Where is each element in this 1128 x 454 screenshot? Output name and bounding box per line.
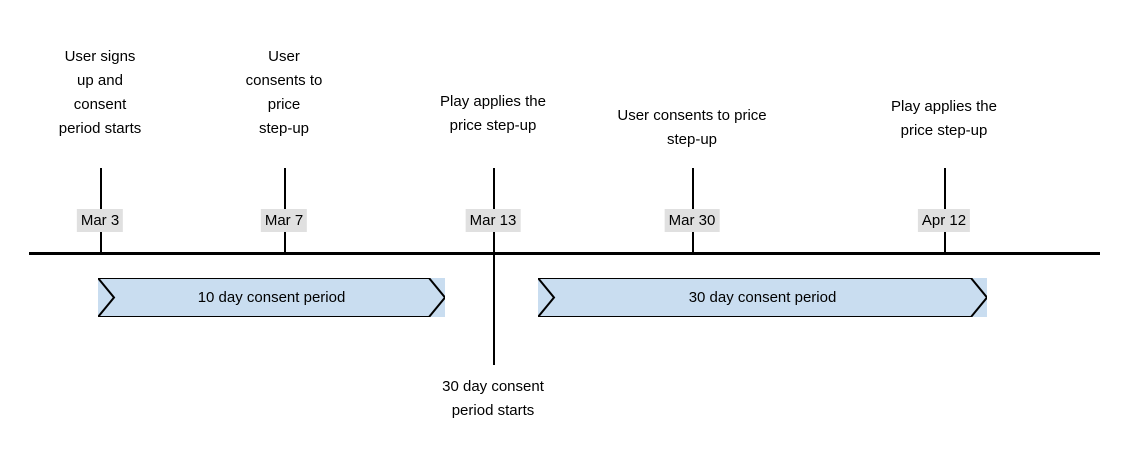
consent-period-banner-30-day: 30 day consent period xyxy=(538,278,987,317)
consent-period-banner-10-day: 10 day consent period xyxy=(98,278,445,317)
event-label-stepup-applied-2: Play applies the price step-up xyxy=(891,98,997,139)
banner-label-30-day: 30 day consent period xyxy=(688,289,837,306)
date-chip-mar-30: Mar 30 xyxy=(664,209,720,232)
note-label-30-day-start: 30 day consent period starts xyxy=(442,378,544,419)
event-label-consent-30day: User consents to price step-up xyxy=(617,107,767,148)
date-chip-apr-12: Apr 12 xyxy=(917,209,971,232)
note-stem-30-day-start xyxy=(493,252,495,365)
chevron-shape-icon xyxy=(538,278,987,317)
event-label-consent-10day: User consents to price step-up xyxy=(245,48,323,137)
date-chip-mar-13: Mar 13 xyxy=(465,209,521,232)
date-chip-mar-3: Mar 3 xyxy=(76,209,124,232)
timeline-axis xyxy=(29,252,1100,255)
event-label-stepup-applied-1: Play applies the price step-up xyxy=(440,93,546,134)
banner-label-10-day: 10 day consent period xyxy=(197,289,346,306)
date-chip-mar-7: Mar 7 xyxy=(260,209,308,232)
chevron-shape-icon xyxy=(98,278,445,317)
event-label-signup: User signs up and consent period starts xyxy=(58,48,142,137)
